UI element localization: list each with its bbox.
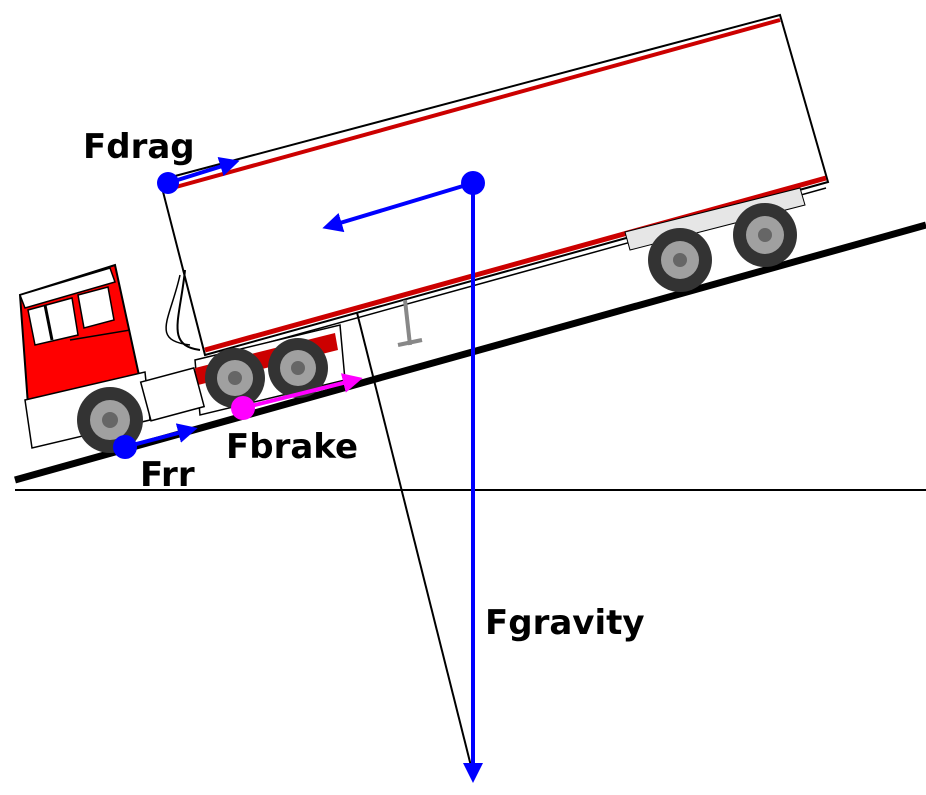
rolling-resistance-arrow — [113, 423, 198, 459]
gravity-force-arrow — [461, 171, 485, 783]
drag-force-origin — [157, 172, 179, 194]
rolling-resistance-label: Frr — [140, 455, 195, 495]
gravity-force-origin — [461, 171, 485, 195]
semi-truck-icon — [18, 13, 830, 453]
drag-force-arrow — [157, 157, 240, 194]
wheel — [268, 338, 328, 398]
brake-force-origin — [231, 396, 255, 420]
brake-force-label: Fbrake — [226, 427, 358, 467]
drag-force-label: Fdrag — [83, 127, 195, 167]
wheel — [733, 203, 797, 267]
gravity-parallel-arrow — [322, 181, 474, 233]
gravity-component-line — [339, 244, 473, 771]
trailer-body — [158, 13, 830, 357]
wheel — [648, 228, 712, 292]
gravity-force-label: Fgravity — [485, 603, 645, 643]
rolling-resistance-origin — [113, 435, 137, 459]
brake-force-arrow — [231, 373, 363, 420]
wheel — [205, 348, 265, 408]
